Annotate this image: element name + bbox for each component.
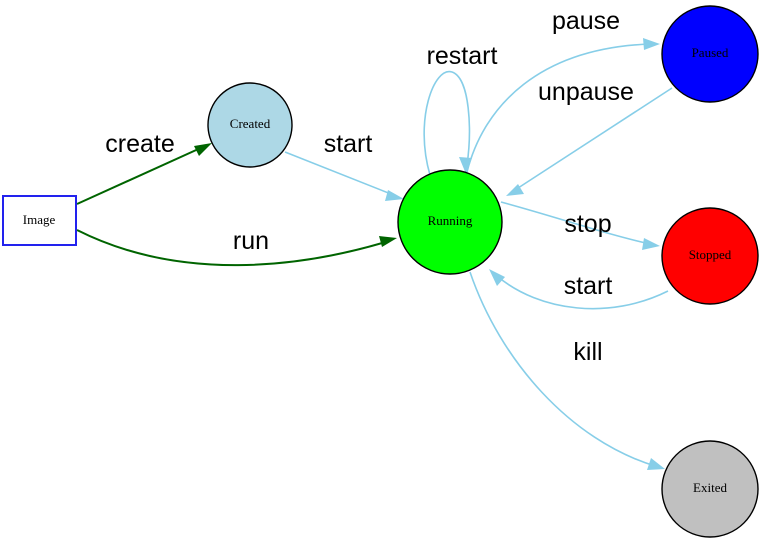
edge-stop-arrowhead: [642, 238, 660, 250]
node-paused-shape: [661, 5, 759, 103]
edge-restart[interactable]: restart: [423, 42, 498, 176]
edge-create-arrowhead: [194, 143, 212, 156]
edge-run-arrowhead: [379, 236, 397, 247]
edge-run[interactable]: run: [76, 227, 397, 267]
edge-pause-arrowhead: [643, 38, 660, 50]
node-paused[interactable]: Paused: [661, 5, 759, 103]
edge-start-created-running[interactable]: start: [284, 130, 404, 201]
node-created-shape: [207, 82, 293, 168]
edge-kill-path: [469, 271, 656, 467]
edge-stop[interactable]: stop: [500, 201, 660, 250]
node-running[interactable]: Running: [397, 169, 503, 275]
edge-start1-path: [284, 151, 397, 197]
edge-start1-arrowhead: [385, 190, 404, 201]
edge-kill-arrowhead: [647, 458, 665, 470]
node-running-label: Running: [428, 213, 473, 228]
node-created[interactable]: Created: [207, 82, 293, 168]
edge-pause[interactable]: pause: [466, 7, 660, 173]
node-exited-shape: [661, 440, 759, 538]
node-exited-label: Exited: [693, 480, 727, 495]
edge-create-path: [76, 145, 206, 205]
edge-create-label: create: [105, 130, 174, 158]
edge-kill[interactable]: kill: [469, 271, 665, 470]
edge-pause-path: [466, 43, 651, 173]
edge-stop-path: [500, 201, 651, 245]
edge-unpause[interactable]: unpause: [506, 78, 673, 196]
edge-unpause-label: unpause: [538, 78, 634, 106]
node-created-label: Created: [230, 116, 271, 131]
node-paused-label: Paused: [692, 45, 729, 60]
node-stopped-shape: [661, 207, 759, 305]
edge-run-path: [76, 229, 390, 267]
edge-start-stopped-running[interactable]: start: [489, 269, 669, 310]
node-stopped[interactable]: Stopped: [661, 207, 759, 305]
edge-start2-arrowhead: [489, 269, 505, 286]
node-image-shape: [2, 195, 77, 246]
node-stopped-label: Stopped: [689, 247, 732, 262]
node-running-shape: [397, 169, 503, 275]
edge-restart-label: restart: [427, 42, 498, 70]
edge-run-label: run: [233, 227, 269, 255]
edge-unpause-path: [514, 87, 673, 191]
node-image-label: Image: [23, 212, 56, 227]
node-exited[interactable]: Exited: [661, 440, 759, 538]
edge-create[interactable]: create: [76, 130, 212, 205]
edge-restart-arrowhead: [459, 157, 472, 174]
edge-unpause-arrowhead: [506, 184, 524, 196]
edge-stop-label: stop: [564, 210, 611, 238]
edge-kill-label: kill: [573, 338, 602, 366]
edge-start2-path: [496, 275, 669, 310]
edge-start2-label: start: [564, 272, 613, 300]
node-image[interactable]: Image: [2, 195, 77, 246]
edge-pause-label: pause: [552, 7, 620, 35]
edge-restart-path: [423, 70, 471, 176]
edge-start1-label: start: [324, 130, 373, 158]
